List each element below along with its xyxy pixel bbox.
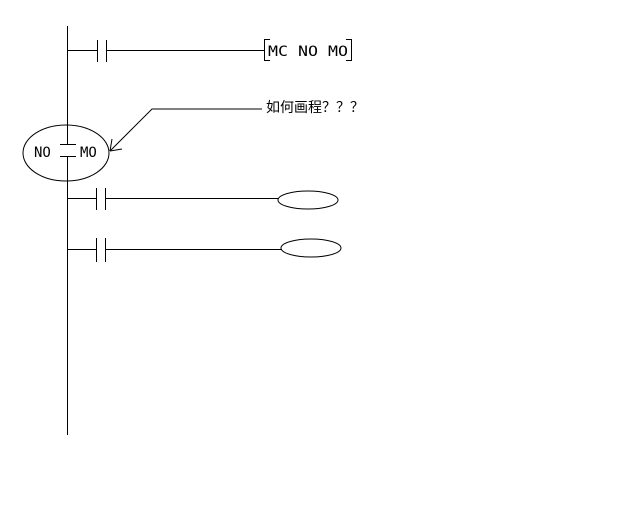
- annotation-text: 如何画程？？？: [266, 100, 364, 116]
- normally-open-contact-icon: [96, 238, 106, 262]
- mc-instruction-label: MC NO MO: [268, 44, 348, 60]
- normally-open-contact-icon: [97, 40, 107, 62]
- rung-3: [67, 238, 342, 262]
- rung-1: MC NO MO: [67, 39, 352, 62]
- master-control-contact: NO MO: [22, 124, 110, 182]
- annotation-leader-line: [109, 108, 262, 152]
- coil-icon: [277, 190, 339, 210]
- master-contact-right-label: MO: [80, 145, 97, 161]
- normally-open-contact-icon: [96, 188, 106, 210]
- normally-open-contact-icon: [60, 130, 76, 158]
- highlight-circle: [22, 124, 110, 182]
- coil-icon: [280, 238, 342, 258]
- rung-2: [67, 188, 339, 210]
- arrow-icon: [109, 138, 123, 152]
- instruction-bracket-icon: [264, 39, 352, 61]
- master-contact-left-label: NO: [34, 145, 51, 161]
- annotation: 如何画程？？？: [109, 100, 364, 152]
